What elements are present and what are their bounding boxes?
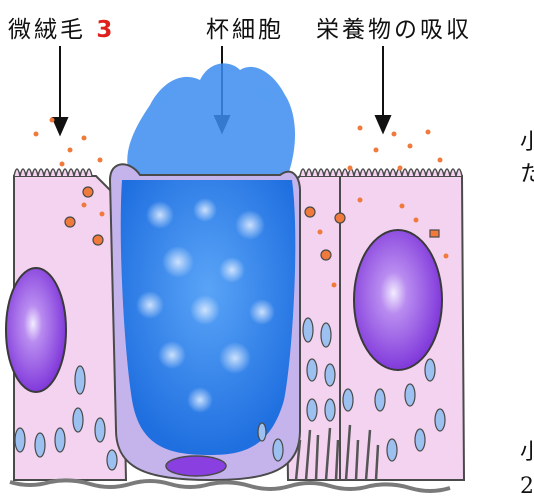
label-microvilli-text: 微絨毛 <box>8 17 86 43</box>
basement-membrane <box>10 480 450 491</box>
side-text-line-4: 2 <box>520 474 534 499</box>
label-nutrient-absorption: 栄養物の吸収 <box>316 10 472 44</box>
right-cell-nucleus <box>354 230 442 370</box>
microvilli-left <box>14 169 92 176</box>
left-cell-nucleus <box>6 268 66 392</box>
label-microvilli-number: 3 <box>96 17 112 43</box>
side-text-line-3: 小 <box>520 434 534 466</box>
side-text-line-1: 小 <box>520 124 534 156</box>
arrow-nutrient-absorption <box>376 46 390 132</box>
label-goblet-cell: 杯細胞 <box>206 10 284 44</box>
mucus-plume <box>127 63 295 175</box>
side-text-line-2: た <box>520 156 534 188</box>
label-microvilli: 微絨毛 3 <box>8 10 112 44</box>
goblet-nucleus <box>166 456 226 476</box>
arrow-microvilli <box>53 46 67 134</box>
microvilli-right <box>300 169 462 176</box>
